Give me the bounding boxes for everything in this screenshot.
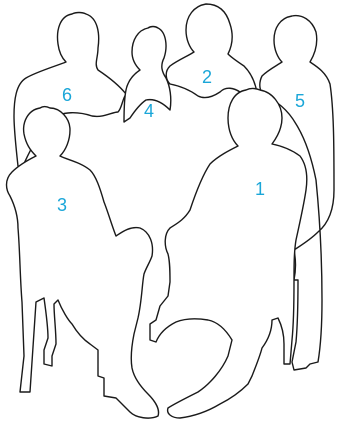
figure-1: 1 bbox=[150, 89, 307, 419]
figure-4-label: 4 bbox=[144, 101, 154, 121]
figure-3-label: 3 bbox=[57, 195, 67, 215]
figure-2: 2 bbox=[166, 4, 256, 98]
figure-1-label: 1 bbox=[255, 179, 265, 199]
figure-6-label: 6 bbox=[62, 85, 72, 105]
figure-5-label: 5 bbox=[295, 91, 305, 111]
figure-2-label: 2 bbox=[202, 67, 212, 87]
figure-1-silhouette bbox=[150, 89, 307, 419]
figure-4: 4 bbox=[124, 27, 171, 123]
